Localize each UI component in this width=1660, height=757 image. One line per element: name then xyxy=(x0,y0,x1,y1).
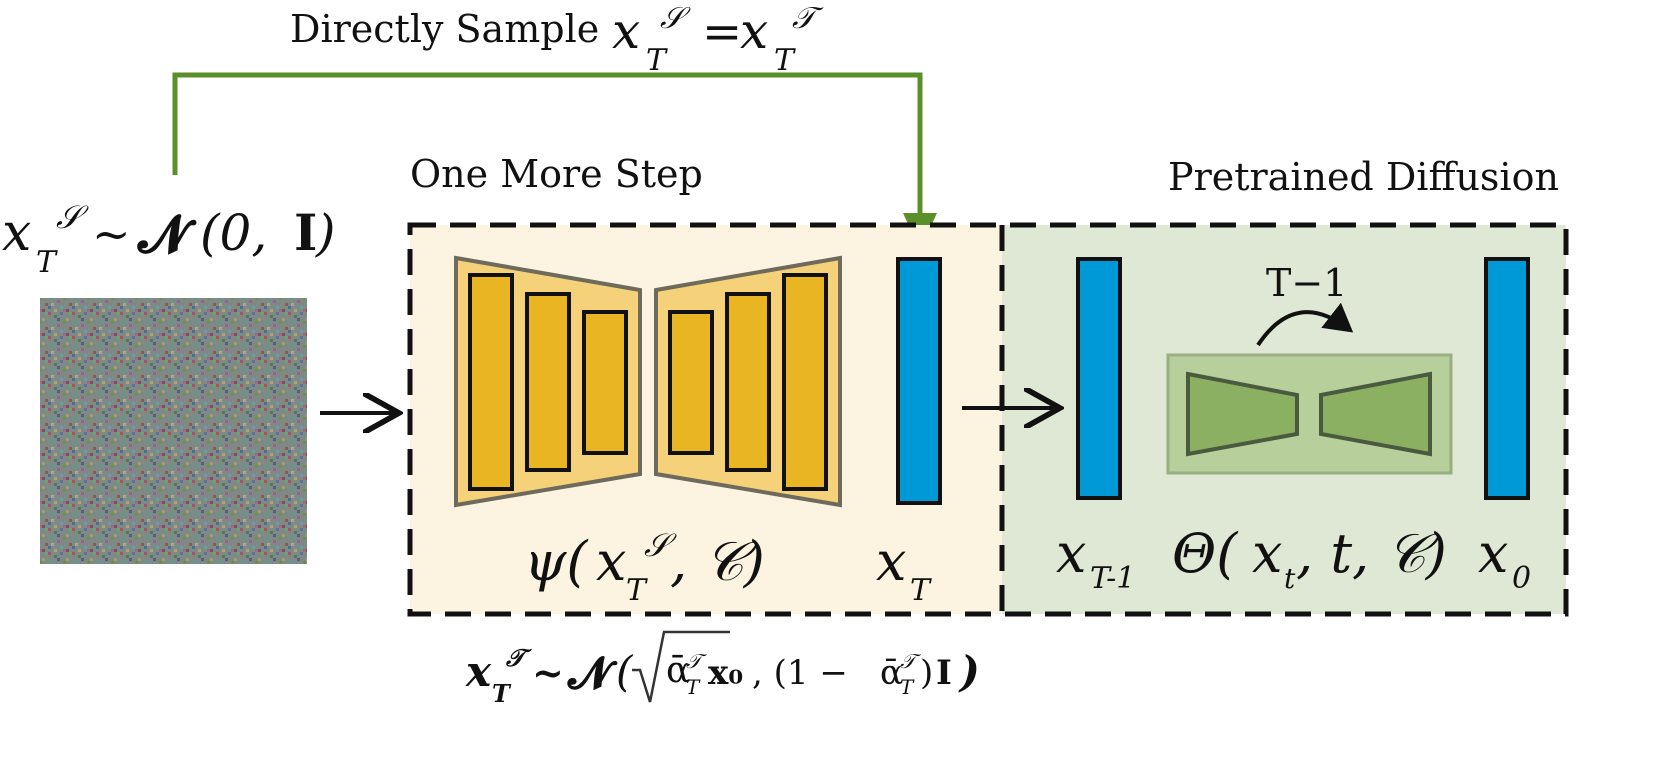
bottom-sub: T xyxy=(492,679,512,708)
top-eq-right-sub: T xyxy=(774,43,796,78)
prior-x: x xyxy=(2,203,31,263)
prior-args: (0, xyxy=(200,204,267,262)
theta-x: x xyxy=(1252,522,1282,585)
prior-close: ) xyxy=(315,204,336,262)
latent-xT-1 xyxy=(1076,257,1122,500)
top-eq-sign: = xyxy=(702,4,742,60)
bottom-alpha2-sub: T xyxy=(900,675,915,699)
top-eq-right-sup: 𝒯 xyxy=(792,1,824,36)
prior-identity: I xyxy=(294,203,317,262)
bottom-formula: x T 𝒯 ~ 𝓝 ( ᾱ 𝒯 T x₀ , (1 − ᾱ 𝒯 T ) I ) xyxy=(465,630,980,708)
bottom-alpha2: ᾱ xyxy=(880,653,903,693)
bottom-open: ( xyxy=(616,647,634,696)
bottom-normal: 𝓝 xyxy=(567,648,618,699)
top-eq-right-x: x xyxy=(740,2,768,60)
bottom-tilde: ~ xyxy=(532,650,564,695)
psi-close: , 𝒞) xyxy=(670,530,765,593)
sqrt-icon xyxy=(632,630,730,703)
bottom-close-paren: ) xyxy=(920,653,933,693)
one-more-step-title: One More Step xyxy=(410,152,703,196)
unet-icon xyxy=(454,255,842,508)
bottom-alpha: ᾱ xyxy=(666,650,690,691)
psi-open: ψ( xyxy=(524,530,589,593)
top-eq-left-sup: 𝒮 xyxy=(660,1,691,36)
psi-sub: T xyxy=(626,573,648,608)
noise-image xyxy=(40,298,307,564)
loop-arrow-icon xyxy=(1256,302,1354,347)
prior-normal: 𝓝 xyxy=(137,204,197,265)
diffusion-model-icon xyxy=(1166,353,1453,475)
top-eq-left-sub: T xyxy=(646,43,668,78)
xT-1-sub: T-1 xyxy=(1090,561,1135,596)
bottom-comma-one: , (1 − xyxy=(752,653,848,693)
prior-sub: T xyxy=(36,245,58,280)
xT-1-label: x xyxy=(1056,522,1086,585)
psi-x: x xyxy=(596,530,626,593)
prior-sup: 𝒮 xyxy=(56,198,89,236)
xT-label: x xyxy=(876,530,906,593)
bottom-x0: x₀ xyxy=(708,653,743,693)
bottom-close: ) xyxy=(958,647,980,696)
latent-x0 xyxy=(1484,257,1530,500)
bottom-identity: I xyxy=(936,653,952,693)
top-eq-left-x: x xyxy=(612,2,640,60)
xT-sub: T xyxy=(910,573,932,608)
prior-tilde: ~ xyxy=(92,207,131,261)
theta-args: , t, 𝒞) xyxy=(1296,522,1447,585)
latent-xT xyxy=(896,257,942,505)
bottom-x: x xyxy=(465,647,492,696)
top-label: Directly Sample xyxy=(290,7,599,51)
bottom-alpha-sub: T xyxy=(686,675,701,699)
theta-sub: t xyxy=(1284,562,1296,595)
dashed-outline xyxy=(407,222,1569,617)
theta-open: Θ( xyxy=(1172,522,1239,585)
loop-label: T−1 xyxy=(1266,261,1347,305)
bottom-sup: 𝒯 xyxy=(505,643,532,672)
pretrained-title: Pretrained Diffusion xyxy=(1168,155,1559,199)
x0-label: x xyxy=(1478,522,1508,585)
bottom-alpha2-sup: 𝒯 xyxy=(900,649,922,673)
x0-sub: 0 xyxy=(1512,561,1531,596)
bottom-alpha-sup: 𝒯 xyxy=(686,649,708,673)
